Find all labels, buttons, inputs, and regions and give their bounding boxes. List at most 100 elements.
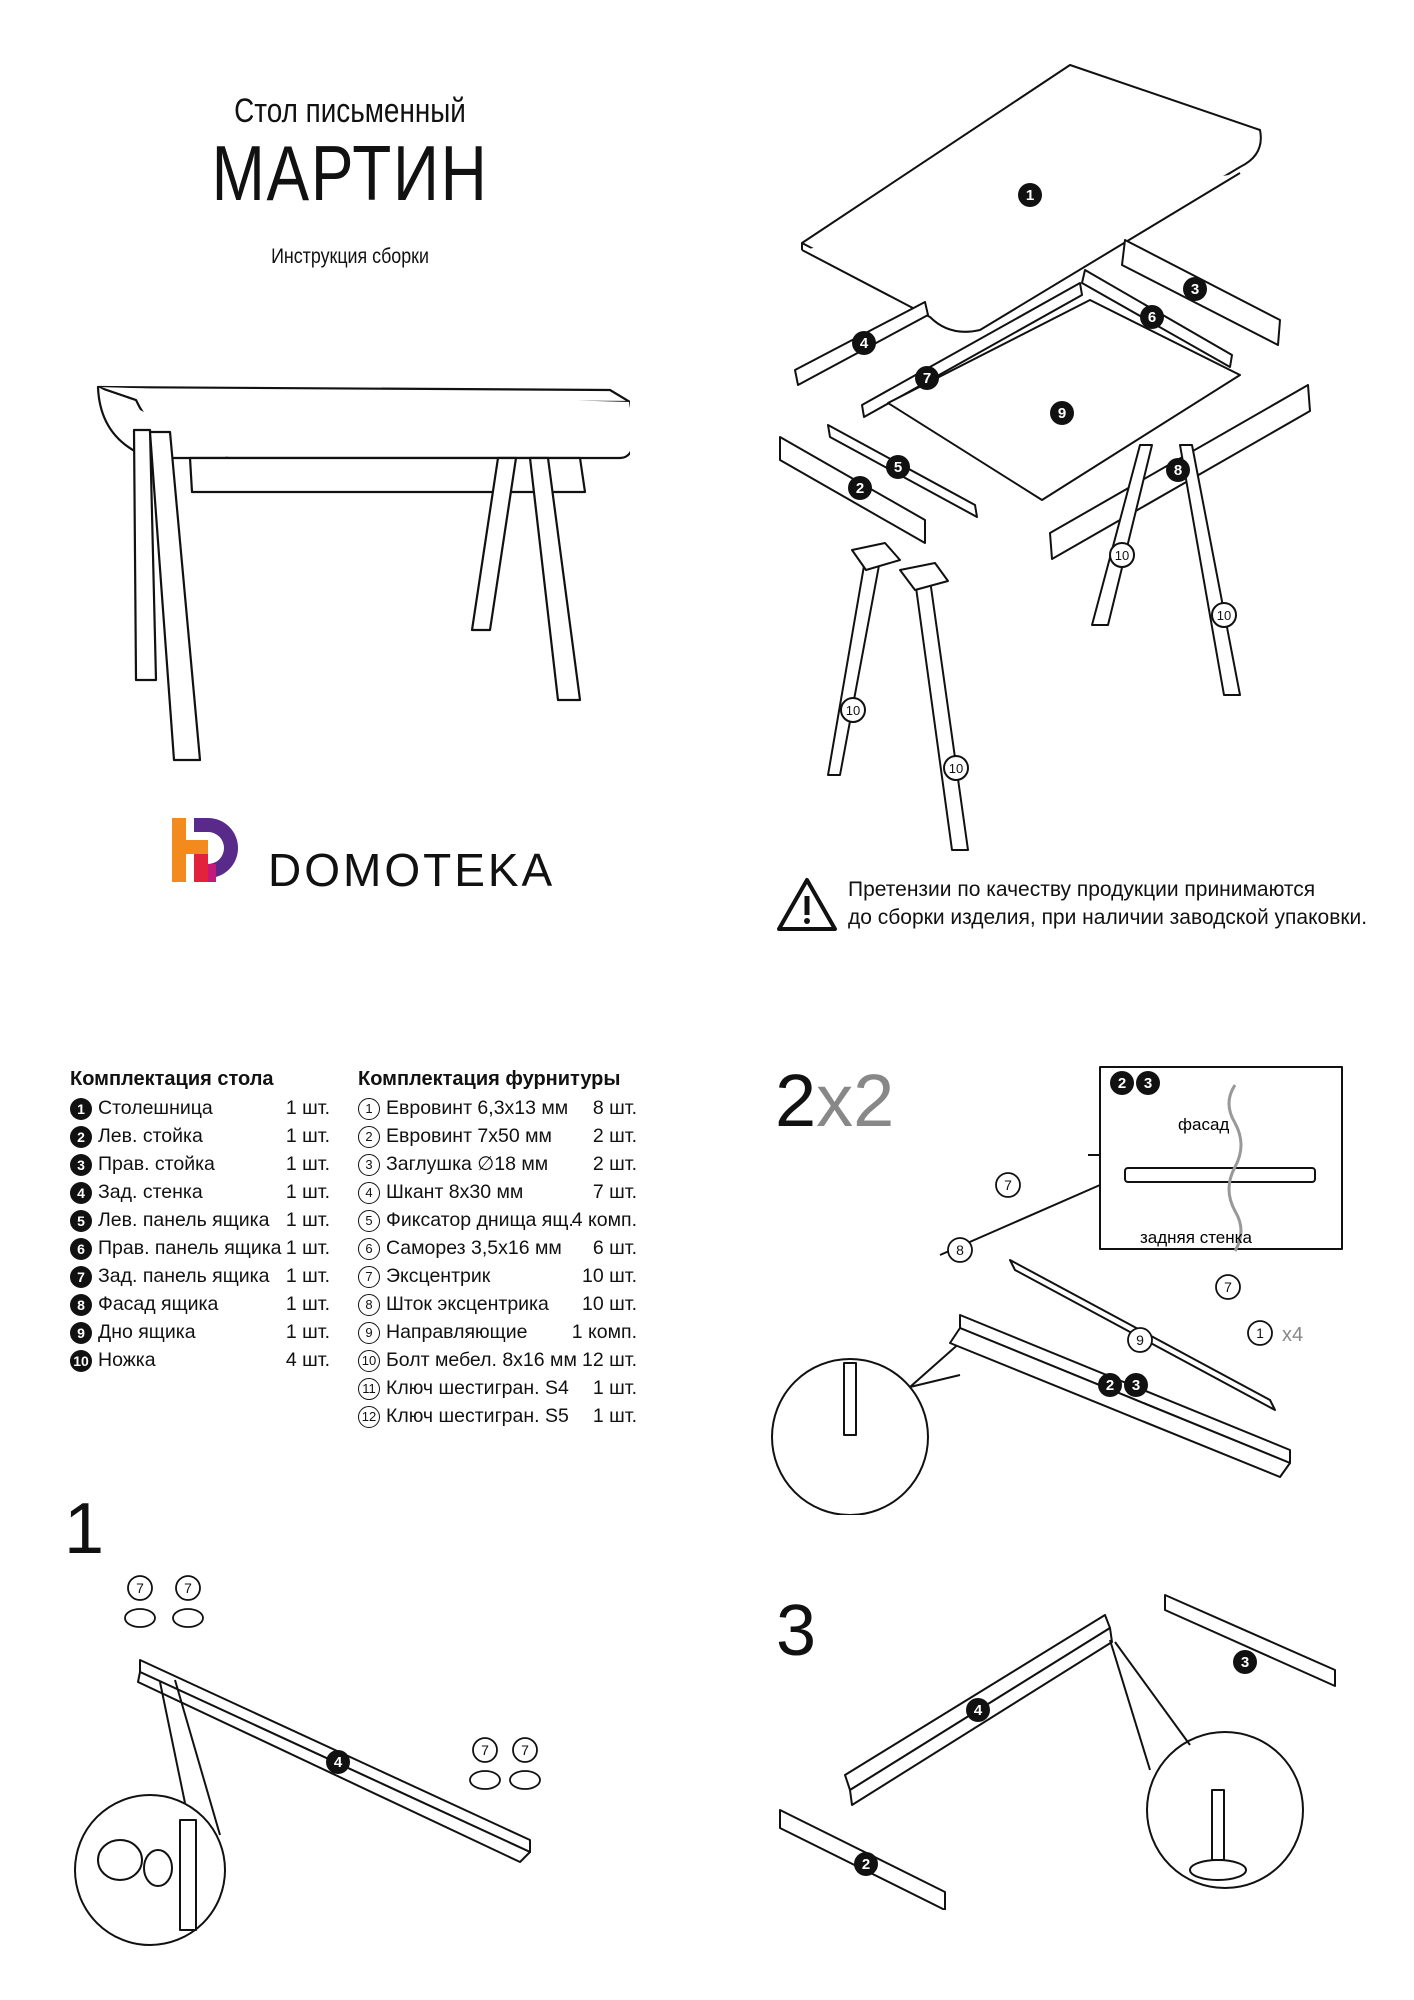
- item-quantity: 1 комп.: [571, 1321, 637, 1343]
- item-quantity: 1 шт.: [285, 1237, 330, 1259]
- item-quantity: 1 шт.: [285, 1181, 330, 1203]
- subtitle-product-type: Стол письменный: [234, 92, 466, 130]
- item-number: 2: [70, 1125, 92, 1148]
- svg-text:10: 10: [949, 761, 963, 776]
- svg-text:9: 9: [1058, 405, 1066, 422]
- warning-icon: [777, 878, 837, 931]
- parts-row: 10 Ножка 4 шт.: [70, 1346, 330, 1374]
- svg-text:3: 3: [1191, 281, 1199, 298]
- svg-text:10: 10: [1217, 608, 1231, 623]
- item-name: Зад. панель ящика: [98, 1265, 270, 1287]
- item-quantity: 1 шт.: [592, 1405, 637, 1427]
- item-number: 10: [70, 1349, 92, 1372]
- item-quantity: 1 шт.: [285, 1125, 330, 1147]
- step-3-label: 3: [776, 1591, 817, 1671]
- item-quantity: 1 шт.: [285, 1265, 330, 1287]
- item-number: 4: [70, 1181, 92, 1204]
- item-name: Саморез 3,5х16 мм: [386, 1237, 562, 1259]
- desk-illustration: [96, 385, 630, 762]
- svg-text:8: 8: [956, 1242, 964, 1258]
- item-quantity: 1 шт.: [285, 1209, 330, 1231]
- svg-text:3: 3: [1144, 1075, 1152, 1092]
- item-quantity: 1 шт.: [592, 1377, 637, 1399]
- svg-text:5: 5: [894, 459, 902, 476]
- svg-text:4: 4: [974, 1702, 983, 1719]
- item-number: 6: [358, 1237, 380, 1260]
- item-number: 1: [70, 1097, 92, 1120]
- item-name: Направляющие: [386, 1321, 528, 1343]
- item-name: Болт мебел. 8х16 мм: [386, 1349, 577, 1371]
- item-number: 4: [358, 1181, 380, 1204]
- svg-text:2: 2: [1118, 1075, 1126, 1092]
- svg-text:7: 7: [136, 1580, 144, 1596]
- svg-text:8: 8: [1174, 462, 1182, 479]
- item-name: Зад. стенка: [98, 1181, 203, 1203]
- svg-text:7: 7: [481, 1742, 489, 1758]
- item-quantity: 2 шт.: [592, 1125, 637, 1147]
- item-number: 11: [358, 1377, 380, 1400]
- item-name: Заглушка ∅18 мм: [386, 1153, 549, 1175]
- item-quantity: 4 шт.: [285, 1349, 330, 1371]
- svg-text:10: 10: [1115, 548, 1129, 563]
- item-name: Евровинт 7х50 мм: [386, 1125, 552, 1147]
- item-quantity: 2 шт.: [592, 1153, 637, 1175]
- svg-text:7: 7: [521, 1742, 529, 1758]
- instruction-title: Инструкция сборки: [271, 245, 429, 268]
- step-2-label: 2x2: [775, 1059, 895, 1142]
- item-name: Ключ шестигран. S5: [386, 1405, 569, 1427]
- back-wall-label: задняя стенка: [1140, 1228, 1252, 1247]
- brand-name: DOMOTEKA: [268, 844, 556, 896]
- parts-row: 4 Зад. стенка 1 шт.: [70, 1178, 330, 1206]
- warranty-line-2: до сборки изделия, при наличии заводской…: [848, 906, 1368, 929]
- svg-text:4: 4: [334, 1754, 343, 1771]
- item-name: Ключ шестигран. S4: [386, 1377, 569, 1399]
- item-quantity: 10 шт.: [582, 1265, 637, 1287]
- item-number: 9: [70, 1321, 92, 1344]
- parts-row: 7 Зад. панель ящика 1 шт.: [70, 1262, 330, 1290]
- item-quantity: 1 шт.: [285, 1321, 330, 1343]
- step-1-label: 1: [64, 1489, 105, 1569]
- parts-heading: Комплектация стола: [70, 1068, 274, 1090]
- svg-text:7: 7: [1004, 1177, 1012, 1193]
- warranty-notice: Претензии по качеству продукции принимаю…: [848, 876, 1368, 932]
- svg-text:3: 3: [1241, 1654, 1249, 1671]
- facade-label: фасад: [1178, 1115, 1229, 1134]
- domoteka-logo: [172, 818, 238, 882]
- item-number: 7: [70, 1265, 92, 1288]
- svg-text:1: 1: [1256, 1325, 1264, 1341]
- item-quantity: 4 комп.: [571, 1209, 637, 1231]
- svg-text:9: 9: [1136, 1332, 1144, 1348]
- callout-1: 1: [1026, 187, 1034, 204]
- hardware-row: 11 Ключ шестигран. S4 1 шт.: [358, 1374, 637, 1402]
- item-name: Лев. стойка: [98, 1125, 203, 1147]
- parts-row: 2 Лев. стойка 1 шт.: [70, 1122, 330, 1150]
- item-number: 7: [358, 1265, 380, 1288]
- svg-text:7: 7: [1224, 1279, 1232, 1295]
- step-3-diagram: 4 3 2: [779, 1594, 1336, 1910]
- item-name: Евровинт 6,3х13 мм: [386, 1097, 569, 1119]
- svg-text:6: 6: [1148, 309, 1156, 326]
- item-number: 8: [70, 1293, 92, 1316]
- step-1-diagram: 7 7 7 7 4: [74, 1575, 541, 1946]
- svg-text:3: 3: [1132, 1377, 1140, 1394]
- item-quantity: 1 шт.: [285, 1097, 330, 1119]
- item-name: Фасад ящика: [98, 1293, 219, 1315]
- item-quantity: 12 шт.: [582, 1349, 637, 1371]
- x4-label: x4: [1282, 1324, 1303, 1346]
- item-number: 9: [358, 1321, 380, 1344]
- item-name: Фиксатор днища ящ.: [386, 1209, 574, 1231]
- item-number: 3: [70, 1153, 92, 1176]
- item-number: 5: [358, 1209, 380, 1232]
- warranty-line-1: Претензии по качеству продукции принимаю…: [848, 878, 1316, 901]
- item-name: Ножка: [98, 1349, 156, 1371]
- item-number: 6: [70, 1237, 92, 1260]
